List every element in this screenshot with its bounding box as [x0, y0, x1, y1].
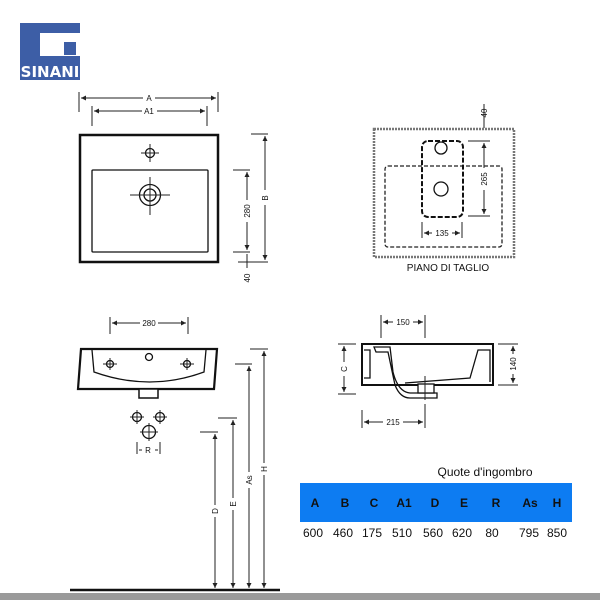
table-header-cell: H	[553, 496, 562, 510]
table-header-cell: C	[370, 496, 379, 510]
table-header-cell: A1	[396, 496, 412, 510]
table-header-bar	[300, 483, 572, 522]
table-value-cell: 460	[333, 526, 353, 540]
sinani-logo: SINANI	[20, 23, 80, 81]
table-value-cell: 510	[392, 526, 412, 540]
dim-h-label: H	[260, 466, 269, 472]
dim-a-label: A	[146, 94, 152, 103]
cut-plan-title: PIANO DI TAGLIO	[407, 263, 490, 274]
dim-280-label: 280	[243, 204, 252, 218]
dim-40-label: 40	[243, 273, 252, 282]
floor-band	[0, 593, 600, 600]
table-header-cell: E	[460, 496, 468, 510]
table-value-cell: 620	[452, 526, 472, 540]
front-dim-280-label: 280	[142, 319, 156, 328]
table-value-cell: 850	[547, 526, 567, 540]
front-view: 280 R D E As H	[0, 317, 600, 600]
dim-r-label: R	[145, 446, 151, 455]
dim-a1-label: A1	[144, 107, 154, 116]
side-dim-140-label: 140	[509, 357, 518, 371]
dim-e-label: E	[229, 501, 238, 506]
dim-d-label: D	[211, 508, 220, 514]
cut-dim-135-label: 135	[435, 229, 449, 238]
cut-plan-view: 40 265 135 PIANO DI TAGLIO	[372, 104, 516, 274]
side-dim-215-label: 215	[386, 418, 400, 427]
valve-symbols	[130, 410, 167, 441]
logo-text: SINANI	[21, 63, 80, 81]
table-header-cell: R	[492, 496, 501, 510]
table-value-cell: 560	[423, 526, 443, 540]
table-header-cell: A	[311, 496, 320, 510]
top-view: A A1 B 280 40	[78, 92, 270, 282]
dim-as-label: As	[245, 475, 254, 484]
table-header-cell: B	[341, 496, 350, 510]
side-view: 150 C 140 215	[338, 315, 518, 428]
table-header-cell: As	[522, 496, 538, 510]
table-value-cell: 795	[519, 526, 539, 540]
dim-b-label: B	[261, 195, 270, 200]
table-title: Quote d'ingombro	[437, 465, 532, 479]
table-value-cell: 80	[485, 526, 499, 540]
table-header-cell: D	[431, 496, 440, 510]
cut-dim-40-label: 40	[480, 108, 489, 117]
table-value-cell: 175	[362, 526, 382, 540]
cut-dim-265-label: 265	[480, 172, 489, 186]
dim-c-label: C	[340, 366, 349, 372]
side-dim-150-label: 150	[396, 318, 410, 327]
table-value-cell: 600	[303, 526, 323, 540]
dimensions-table: Quote d'ingombro A B C A1 D E R As H 600 460 175 51…	[300, 465, 572, 540]
